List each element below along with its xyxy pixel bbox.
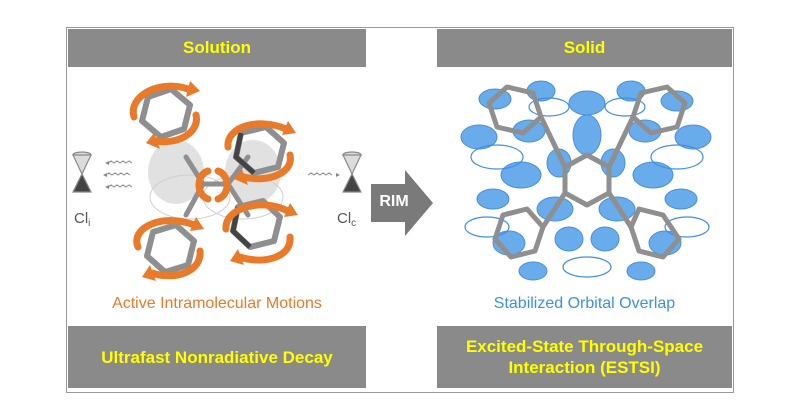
rim-arrow bbox=[371, 170, 433, 236]
solid-footer: Excited-State Through-Space Interaction … bbox=[437, 326, 732, 388]
solid-footer-line1: Excited-State Through-Space bbox=[465, 337, 704, 356]
cl-c-label: Clc bbox=[337, 210, 357, 229]
solid-caption: Stabilized Orbital Overlap bbox=[493, 295, 676, 312]
cl-i-label: Cli bbox=[74, 210, 91, 229]
solution-header: Solution bbox=[68, 29, 366, 67]
solid-header: Solid bbox=[437, 29, 732, 67]
solid-orbital-illustration bbox=[460, 80, 712, 281]
solution-footer: Ultrafast Nonradiative Decay bbox=[68, 326, 366, 388]
solution-caption: Active Intramolecular Motions bbox=[112, 295, 322, 312]
solid-footer-line2: Interaction (ESTSI) bbox=[508, 358, 661, 377]
rim-label: RIM bbox=[379, 193, 409, 210]
solution-molecule-illustration bbox=[72, 81, 362, 281]
